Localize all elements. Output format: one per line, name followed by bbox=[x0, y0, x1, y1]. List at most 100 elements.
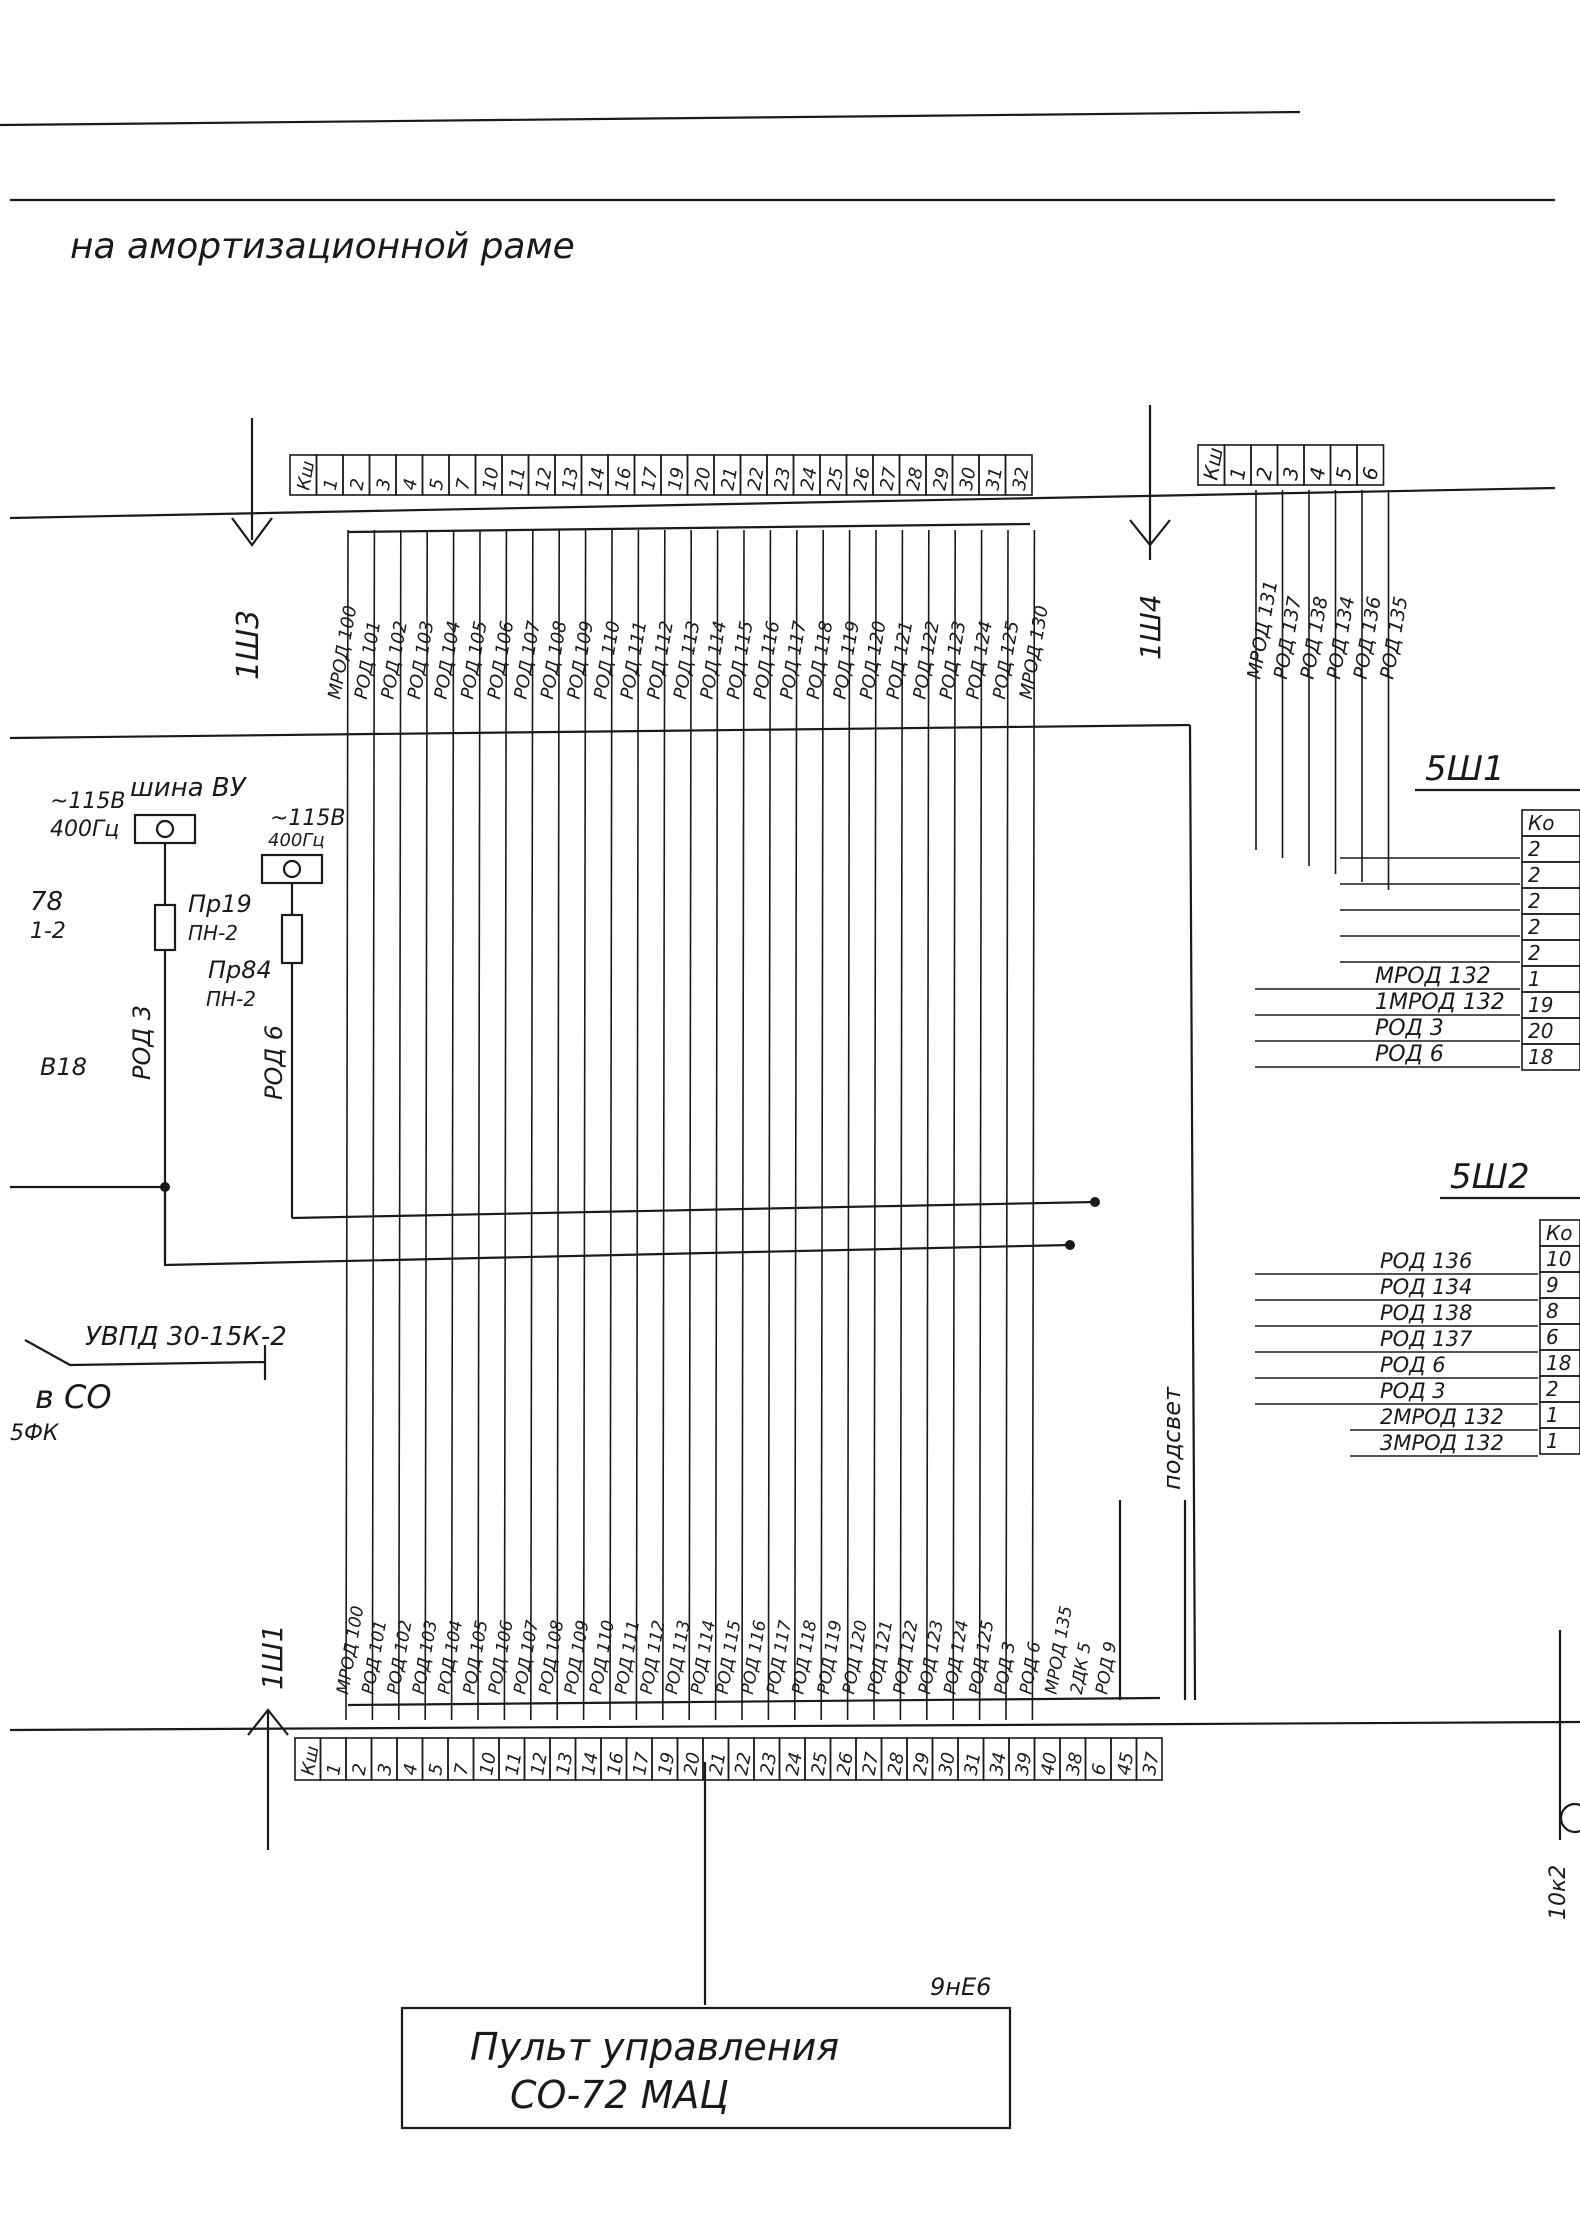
sh3-pin: 14 bbox=[585, 466, 610, 492]
w5sh2-wire-label: РОД 137 bbox=[1380, 1327, 1473, 1351]
connector-5sh1-label: 5Ш1 bbox=[1425, 749, 1505, 789]
harness-wire bbox=[741, 529, 745, 1721]
sh1-pin: 7 bbox=[451, 1761, 474, 1776]
sh1-pin: 24 bbox=[782, 1751, 807, 1777]
sh1-pin: 5 bbox=[425, 1762, 448, 1777]
sh3-pin: 23 bbox=[770, 466, 795, 492]
connector-1sh1-label: 1Ш1 bbox=[256, 1624, 289, 1690]
sh4-pin: 2 bbox=[1251, 465, 1277, 482]
sh1-pin: 40 bbox=[1037, 1751, 1062, 1777]
sh3-pin: 26 bbox=[850, 466, 875, 492]
sh1-pin: 31 bbox=[961, 1751, 986, 1777]
ref-1-2: 1-2 bbox=[30, 919, 66, 944]
sh3-pin: 24 bbox=[797, 466, 822, 492]
sh1-pin: 2 bbox=[349, 1762, 372, 1777]
sh3-pin: 16 bbox=[611, 466, 636, 492]
harness-wire bbox=[926, 529, 930, 1721]
lamp-icon bbox=[1559, 1802, 1580, 1834]
w5sh2-wire-label: РОД 6 bbox=[1380, 1353, 1446, 1377]
freq-2: 400Гц bbox=[268, 830, 325, 851]
harness-wire bbox=[1005, 529, 1009, 1721]
cross-bus-line bbox=[9, 723, 1191, 740]
w5sh2-pin: 18 bbox=[1546, 1351, 1571, 1375]
connector-1sh4-label: 1Ш4 bbox=[1134, 594, 1167, 660]
sh3-pin: 10 bbox=[479, 466, 504, 492]
w5sh2-wire-label: 3МРОД 132 bbox=[1380, 1431, 1504, 1455]
w5sh2-pin: Ко bbox=[1546, 1221, 1572, 1245]
sh3-pin: 11 bbox=[505, 466, 530, 492]
bus-label: шина ВУ bbox=[130, 773, 248, 803]
harness-wire bbox=[556, 529, 560, 1721]
sh4-pin: Кш bbox=[1198, 446, 1227, 482]
sh1-pin: 10 bbox=[476, 1751, 501, 1777]
sh1-pin: 4 bbox=[400, 1762, 423, 1777]
harness-wire bbox=[978, 529, 983, 1721]
fuse-2-type: ПН-2 bbox=[206, 987, 256, 1011]
frame-top-line bbox=[0, 110, 1301, 127]
sh1-pin: 19 bbox=[655, 1751, 680, 1777]
sh1-wire-label: 2ДК 5 bbox=[1067, 1641, 1096, 1696]
harness-wire bbox=[873, 529, 877, 1721]
w5sh1-pin: Ко bbox=[1528, 811, 1554, 835]
ref-78: 78 bbox=[30, 887, 63, 917]
sh3-pin: 17 bbox=[638, 465, 663, 492]
w5sh1-pin: 2 bbox=[1528, 863, 1541, 887]
voltage-1: ~115В bbox=[50, 789, 126, 814]
w5sh2-pin: 6 bbox=[1546, 1325, 1559, 1349]
harness-wire bbox=[662, 529, 666, 1721]
sh1-cell bbox=[1135, 1737, 1163, 1781]
w5sh1-wire-label: РОД 3 bbox=[1375, 1016, 1444, 1041]
power-section: ~115В 400Гц шина ВУ ~115В 400Гц Пр19 ПН-… bbox=[10, 773, 1100, 1267]
sh3-pin: 30 bbox=[956, 466, 981, 492]
sh1-pin: 23 bbox=[757, 1751, 782, 1777]
w5sh2-pin: 9 bbox=[1546, 1273, 1559, 1297]
harness-wire bbox=[794, 529, 798, 1721]
harness-wire bbox=[345, 529, 349, 1721]
sh3-pin: 13 bbox=[558, 466, 583, 492]
harness-wire bbox=[503, 529, 508, 1721]
harness-wire bbox=[477, 529, 481, 1721]
code-label: 9нЕ6 bbox=[930, 1973, 991, 2001]
sh1-pin: 20 bbox=[680, 1751, 705, 1777]
w5sh1-cell bbox=[1521, 1043, 1580, 1071]
harness-wire bbox=[582, 529, 587, 1721]
harness-wire bbox=[1031, 529, 1036, 1721]
sh1-pin: 37 bbox=[1139, 1750, 1164, 1777]
main-bus-line bbox=[9, 486, 1556, 520]
w5sh1-pin: 2 bbox=[1528, 941, 1541, 965]
sh3-pin: 28 bbox=[903, 466, 928, 492]
sh3-pin: 27 bbox=[876, 465, 901, 492]
harness-wire bbox=[371, 529, 376, 1721]
sh3-pin: 7 bbox=[452, 476, 475, 491]
w5sh1-pin: 1 bbox=[1528, 967, 1541, 991]
to-co-label: в СО bbox=[35, 1378, 112, 1416]
sh1-pin: Кш bbox=[298, 1744, 324, 1776]
harness-wire bbox=[899, 529, 904, 1721]
connector-5sh2-label: 5Ш2 bbox=[1450, 1157, 1530, 1197]
harness-return-wire bbox=[1188, 724, 1197, 1701]
sh3-cell bbox=[1004, 454, 1033, 496]
harness-wire bbox=[609, 529, 613, 1721]
w5sh2-pin: 10 bbox=[1546, 1247, 1571, 1271]
w5sh2-wire-label: РОД 136 bbox=[1380, 1249, 1472, 1273]
sh1-pin: 27 bbox=[859, 1750, 884, 1777]
harness-wire bbox=[635, 529, 640, 1721]
w5sh2-wire-label: РОД 134 bbox=[1380, 1275, 1472, 1299]
fuse-1-type: ПН-2 bbox=[188, 921, 238, 945]
sh1-pin: 13 bbox=[553, 1751, 578, 1777]
sh1-pin: 14 bbox=[578, 1751, 603, 1777]
sh3-pin: 19 bbox=[664, 466, 689, 492]
w5sh1-pin: 2 bbox=[1528, 837, 1541, 861]
sh3-pin: 2 bbox=[346, 477, 369, 492]
sh1-pin: 26 bbox=[833, 1751, 858, 1777]
fuse-1-icon bbox=[153, 903, 177, 952]
sh1-pin: 39 bbox=[1012, 1751, 1037, 1777]
sh1-pin: 3 bbox=[374, 1762, 397, 1777]
